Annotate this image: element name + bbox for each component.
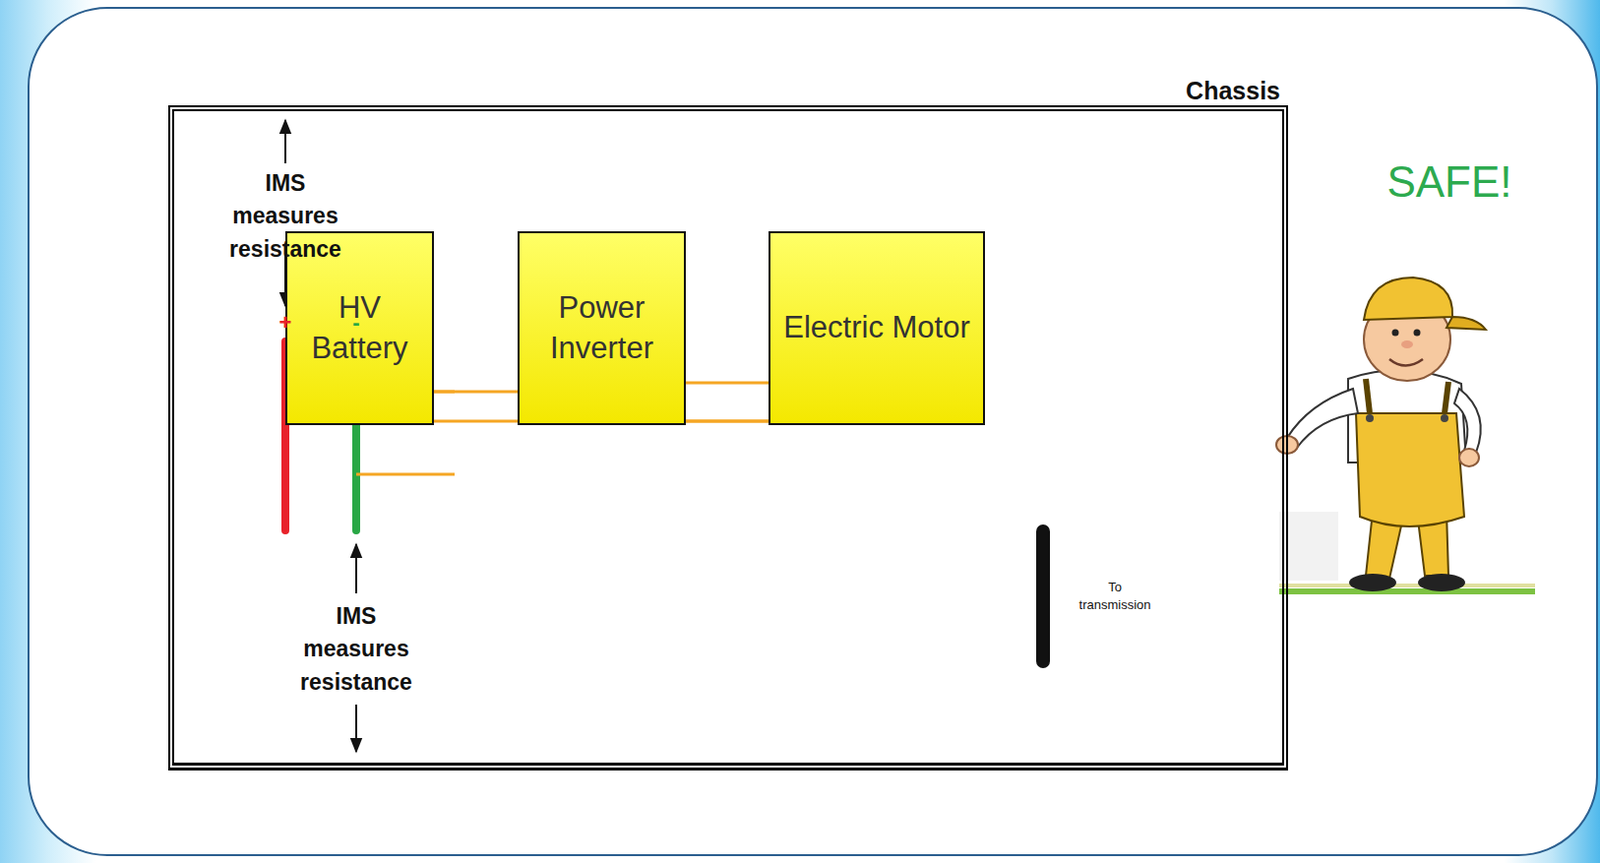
shaft-note: To transmission [1079, 578, 1152, 615]
component-box: Power Inverter [517, 231, 686, 426]
polarity-sign: - [352, 309, 360, 336]
hv-wire [685, 381, 769, 385]
panel [28, 7, 1598, 856]
chassis-label: Chassis [1185, 76, 1281, 106]
ims-note: IMS measures resistance [229, 167, 342, 266]
component-label: Power Inverter [529, 288, 675, 369]
polarity-sign: + [279, 309, 293, 336]
ims-arrow [355, 544, 358, 594]
component-box: Electric Motor [768, 231, 985, 426]
mechanic-figure [1276, 277, 1536, 592]
component-label: Electric Motor [783, 307, 970, 348]
ims-note: IMS measures resistance [300, 600, 413, 699]
hv-wire [685, 420, 769, 424]
hv-wire [685, 420, 769, 424]
hv-wire [356, 473, 455, 477]
status-text: SAFE! [1386, 157, 1512, 207]
hv-wire [433, 390, 518, 394]
ims-arrow [284, 120, 287, 164]
hv-wire [433, 420, 518, 424]
motor-shaft [1036, 531, 1050, 662]
ims-arrow [355, 704, 358, 752]
